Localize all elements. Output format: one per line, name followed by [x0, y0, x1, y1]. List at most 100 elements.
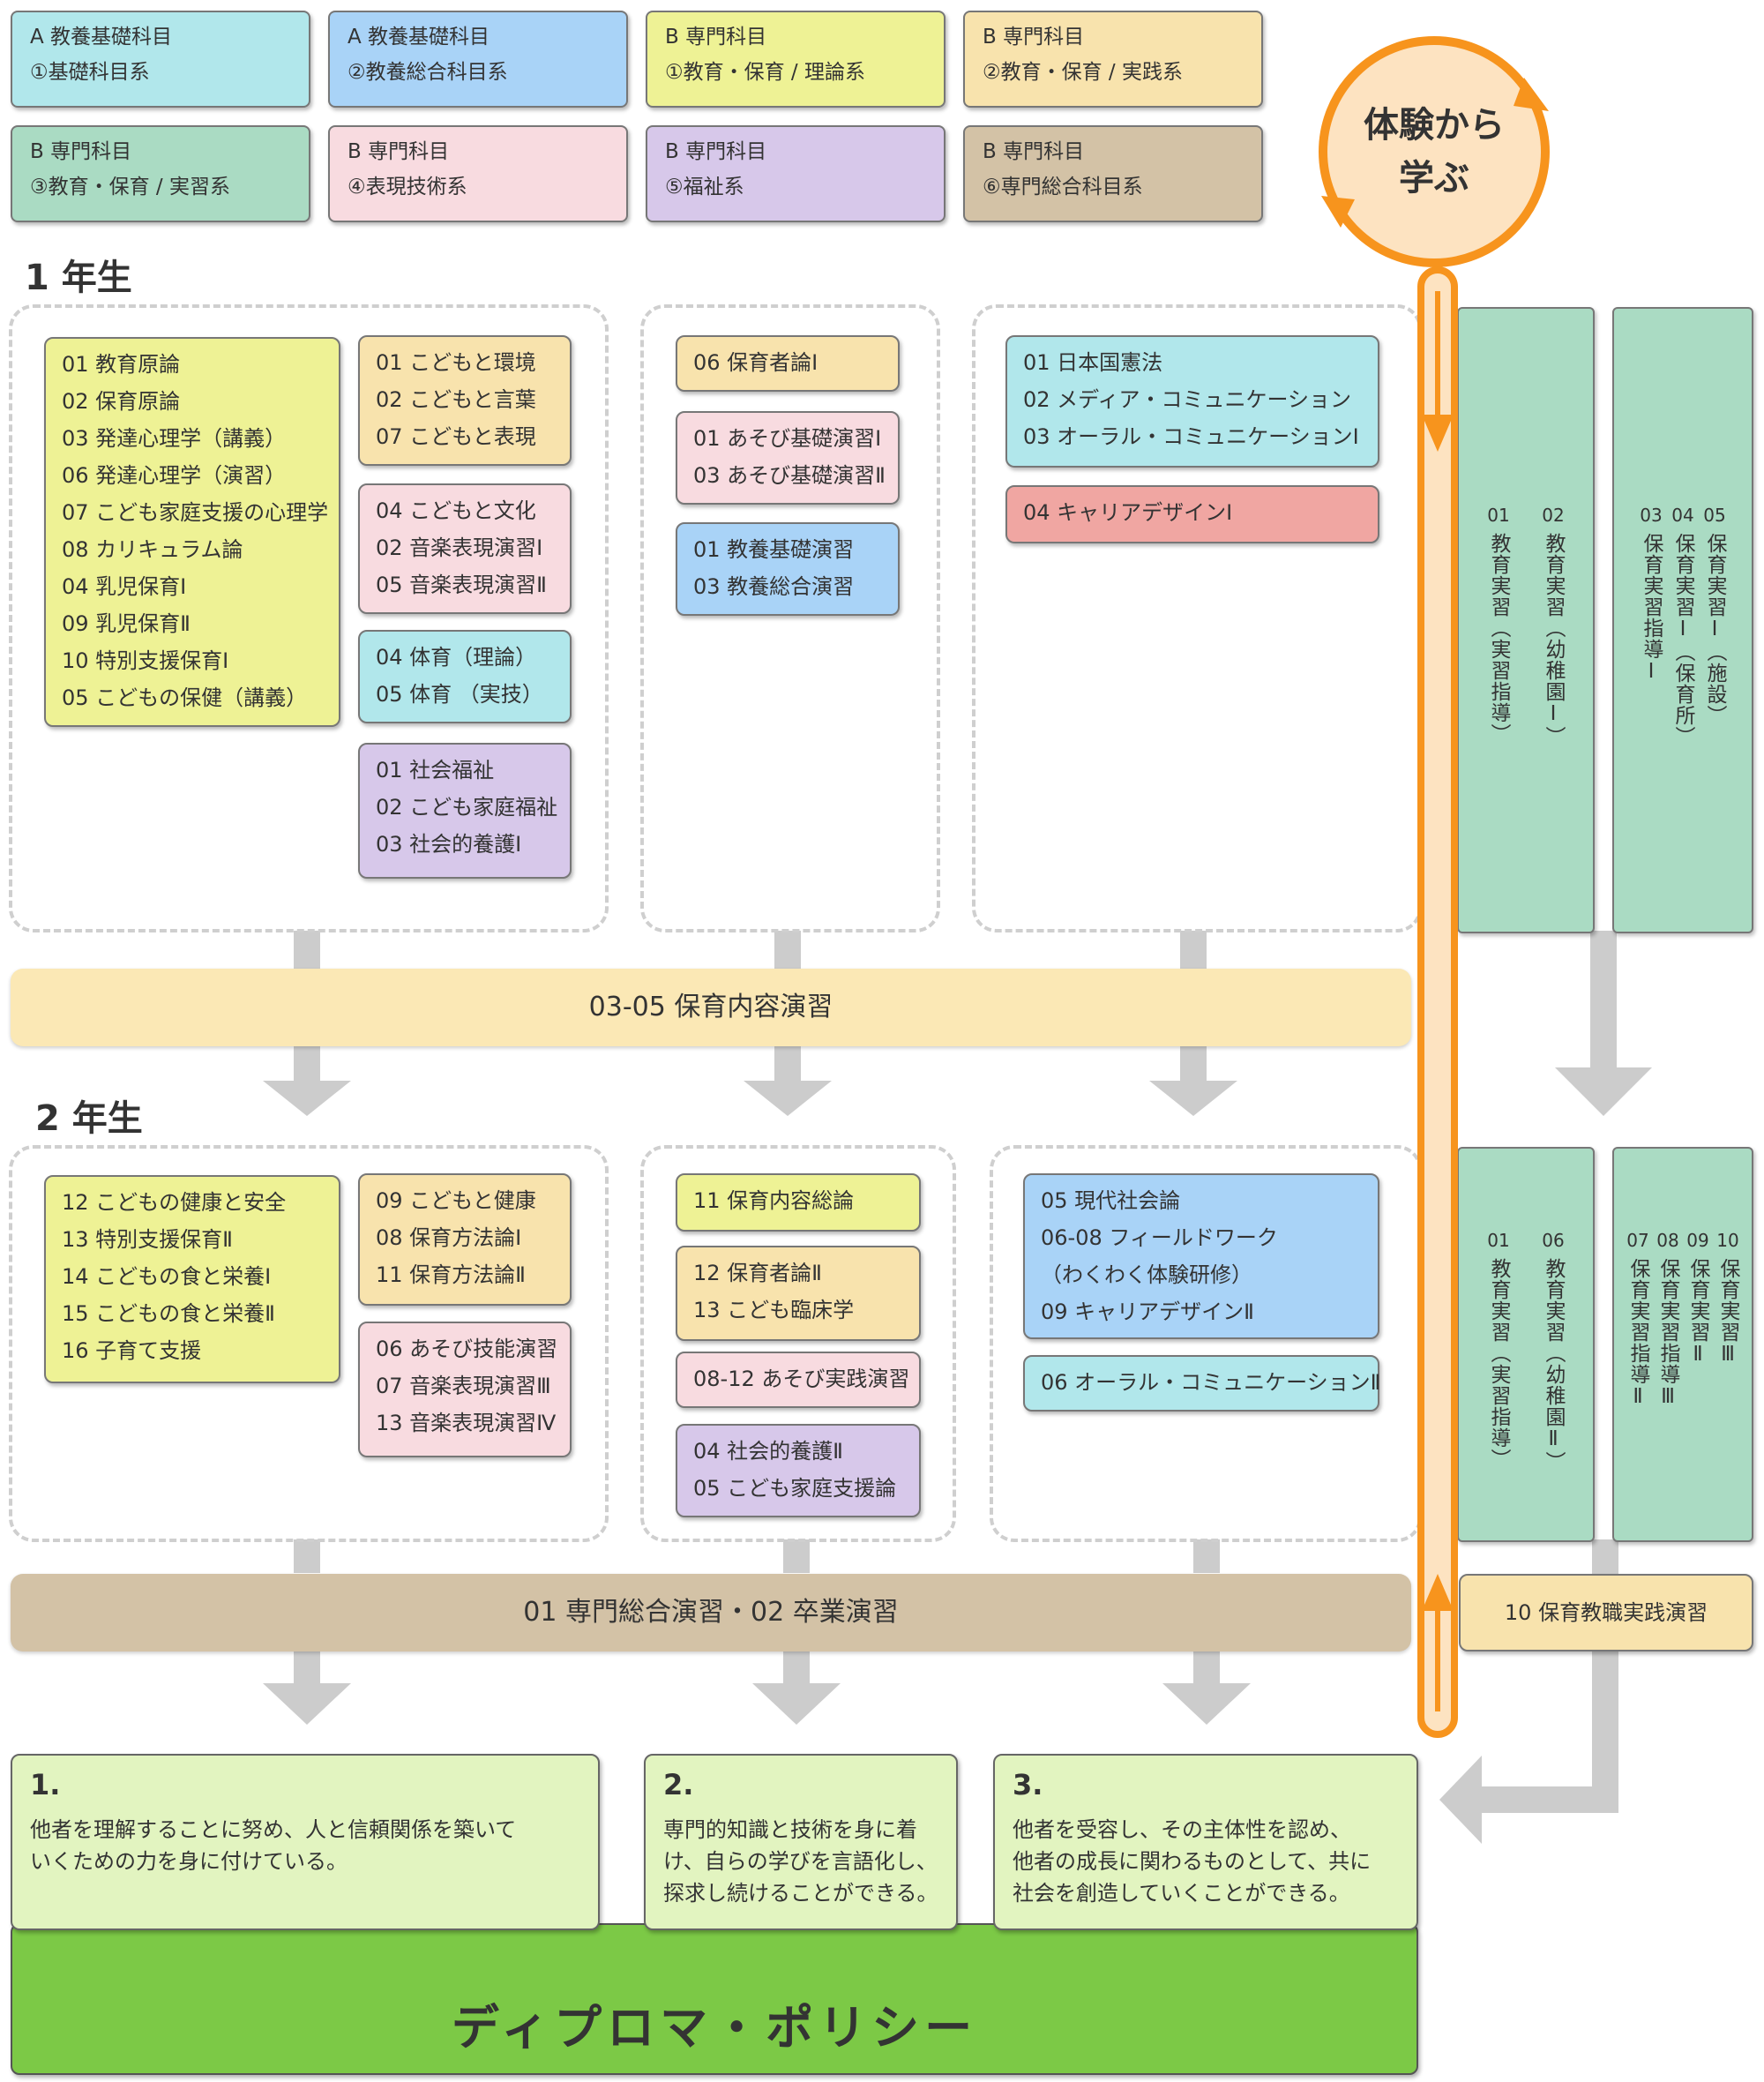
year1-right-red-box: 04 キャリアデザインⅠ — [1005, 485, 1379, 543]
experience-line2: 学ぶ — [1399, 158, 1469, 198]
course: 01 日本国憲法 — [1023, 350, 1163, 375]
practicum-title: 教育実習（幼稚園Ⅱ） — [1542, 1258, 1565, 1472]
diploma-item-text: 他者を受容し、その主体性を認め、 — [1013, 1817, 1351, 1842]
course: 13 こども臨床学 — [693, 1298, 855, 1322]
course: 12 保育者論Ⅱ — [693, 1261, 822, 1285]
course: 03 発達心理学（講義） — [62, 426, 287, 451]
diploma-item-text: 他者の成長に関わるものとして、共に — [1013, 1849, 1372, 1874]
band-senmon-sogo: 01 専門総合演習・02 卒業演習 — [11, 1574, 1411, 1651]
legend-b3-line2: ③教育・保育 / 実習系 — [30, 176, 230, 198]
practicum-number: 01 — [1487, 505, 1510, 526]
legend-b5: B 専門科目 ⑤福祉系 — [646, 125, 946, 222]
course: 01 教育原論 — [62, 352, 181, 377]
diploma-policy-bar: ディプロマ・ポリシー — [11, 1923, 1418, 2075]
practicum-number: 09 — [1686, 1230, 1709, 1251]
course: 04 体育（理論） — [376, 645, 537, 670]
course: 04 こどもと文化 — [376, 498, 536, 523]
course: 01 社会福祉 — [376, 758, 495, 783]
course: 04 キャリアデザインⅠ — [1023, 500, 1233, 525]
practicum-title: 保育実習指導Ⅰ — [1640, 533, 1663, 684]
diploma-item-number: 1. — [30, 1768, 61, 1801]
practicum-title: 教育実習（実習指導） — [1487, 533, 1510, 745]
practicum-number: 03 — [1640, 505, 1663, 526]
course: 02 メディア・コミュニケーション — [1023, 387, 1352, 412]
diploma-item-3: 3. 他者を受容し、その主体性を認め、 他者の成長に関わるものとして、共に 社会… — [993, 1754, 1418, 1930]
year2-right-blue-box: 05 現代社会論 06-08 フィールドワーク （わくわく体験研修） 09 キャ… — [1023, 1173, 1379, 1339]
course: 05 こどもの保健（講義） — [62, 685, 308, 710]
diploma-item-text: 社会を創造していくことができる。 — [1013, 1881, 1350, 1906]
course: 01 こどもと環境 — [376, 350, 536, 375]
year1-right-cyan-box: 01 日本国憲法 02 メディア・コミュニケーション 03 オーラル・コミュニケ… — [1005, 335, 1379, 468]
legend-b4-line2: ④表現技術系 — [348, 176, 467, 198]
course: 05 音楽表現演習Ⅱ — [376, 573, 547, 597]
year2-mid-purple-box: 04 社会的養護Ⅱ 05 こども家庭支援論 — [676, 1424, 921, 1517]
legend-b3-line1: B 専門科目 — [30, 140, 132, 163]
course: 14 こどもの食と栄養Ⅰ — [62, 1264, 272, 1289]
practicum-number: 04 — [1671, 505, 1694, 526]
course: 05 体育 （実技） — [376, 682, 543, 707]
practicum-title: 保育実習Ⅱ — [1686, 1258, 1709, 1367]
experience-label: 体験から 学ぶ — [1323, 99, 1545, 205]
legend-b6: B 専門科目 ⑥専門総合科目系 — [963, 125, 1263, 222]
year2-right-cyan-box: 06 オーラル・コミュニケーションⅡ — [1023, 1355, 1381, 1412]
legend-b6-line1: B 専門科目 — [983, 140, 1085, 163]
experience-line1: 体験から — [1364, 105, 1505, 146]
course: 08 保育方法論Ⅰ — [376, 1225, 522, 1250]
course: 07 こども家庭支援の心理学 — [62, 500, 329, 525]
diploma-item-text: 探求し続けることができる。 — [663, 1881, 938, 1906]
legend-b6-line2: ⑥専門総合科目系 — [983, 176, 1143, 198]
band-hoiku-naiyo: 03-05 保育内容演習 — [11, 969, 1411, 1046]
practicum-title: 保育実習Ⅰ（保育所） — [1671, 533, 1694, 747]
year1-mid-orange-box: 06 保育者論Ⅰ — [676, 335, 900, 392]
legend-b1: B 専門科目 ①教育・保育 / 理論系 — [646, 11, 946, 108]
course: 12 こどもの健康と安全 — [62, 1190, 287, 1215]
year1-title: 1 年生 — [25, 258, 132, 298]
course: 02 音楽表現演習Ⅰ — [376, 535, 543, 560]
year2-expression-box: 06 あそび技能演習 07 音楽表現演習Ⅲ 13 音楽表現演習Ⅳ — [358, 1322, 572, 1457]
diploma-item-text: 他者を理解することに努め、人と信頼関係を築いて — [30, 1817, 517, 1842]
course: （わくわく体験研修） — [1041, 1262, 1252, 1287]
practicum-number: 01 — [1487, 1230, 1510, 1251]
course: 03 オーラル・コミュニケーションⅠ — [1023, 424, 1359, 449]
practicum-number: 06 — [1542, 1230, 1565, 1251]
practicum-title: 保育実習Ⅰ（施設） — [1703, 533, 1726, 726]
year1-mid-blue-box: 01 教養基礎演習 03 教養総合演習 — [676, 522, 900, 616]
legend-a2-line1: A 教養基礎科目 — [348, 26, 490, 49]
legend-b2-line2: ②教育・保育 / 実践系 — [983, 61, 1183, 84]
legend-b4: B 専門科目 ④表現技術系 — [328, 125, 628, 222]
course: 03 あそび基礎演習Ⅱ — [693, 463, 886, 488]
course: 05 こども家庭支援論 — [693, 1476, 897, 1501]
course: 06 保育者論Ⅰ — [693, 350, 818, 375]
diploma-item-text: け、自らの学びを言語化し、 — [663, 1849, 938, 1874]
diploma-item-number: 3. — [1013, 1768, 1043, 1801]
year2-group-left — [9, 1145, 609, 1542]
course: 03 社会的養護Ⅰ — [376, 832, 522, 857]
year2-mid-yellow-box: 11 保育内容総論 — [676, 1173, 921, 1232]
year1-theory-box: 01 教育原論 02 保育原論 03 発達心理学（講義） 06 発達心理学（演習… — [44, 337, 340, 727]
legend-a2: A 教養基礎科目 ②教養総合科目系 — [328, 11, 628, 108]
year2-practice-box: 09 こどもと健康 08 保育方法論Ⅰ 11 保育方法論Ⅱ — [358, 1173, 572, 1306]
course: 13 音楽表現演習Ⅳ — [376, 1411, 557, 1435]
course: 01 教養基礎演習 — [693, 537, 855, 562]
course: 06-08 フィールドワーク — [1041, 1225, 1278, 1250]
practicum-title: 保育実習指導Ⅲ — [1656, 1258, 1679, 1409]
legend-b1-line2: ①教育・保育 / 理論系 — [665, 61, 865, 84]
year2-theory-box: 12 こどもの健康と安全 13 特別支援保育Ⅱ 14 こどもの食と栄養Ⅰ 15 … — [44, 1175, 340, 1383]
year1-expression-box: 04 こどもと文化 02 音楽表現演習Ⅰ 05 音楽表現演習Ⅱ — [358, 483, 572, 614]
legend-b2-line1: B 専門科目 — [983, 26, 1085, 49]
course: 11 保育内容総論 — [693, 1188, 855, 1213]
course: 02 保育原論 — [62, 389, 181, 414]
legend-b2: B 専門科目 ②教育・保育 / 実践系 — [963, 11, 1263, 108]
legend-a2-line2: ②教養総合科目系 — [348, 61, 508, 84]
diploma-item-text: いくための力を身に付けている。 — [30, 1849, 348, 1874]
course: 06 オーラル・コミュニケーションⅡ — [1041, 1370, 1381, 1395]
course: 04 社会的養護Ⅱ — [693, 1439, 843, 1464]
legend-a1: A 教養基礎科目 ①基礎科目系 — [11, 11, 310, 108]
year1-mid-pink-box: 01 あそび基礎演習Ⅰ 03 あそび基礎演習Ⅱ — [676, 411, 900, 505]
practicum-title: 保育実習Ⅲ — [1716, 1258, 1739, 1367]
course: 08-12 あそび実践演習 — [693, 1367, 910, 1391]
